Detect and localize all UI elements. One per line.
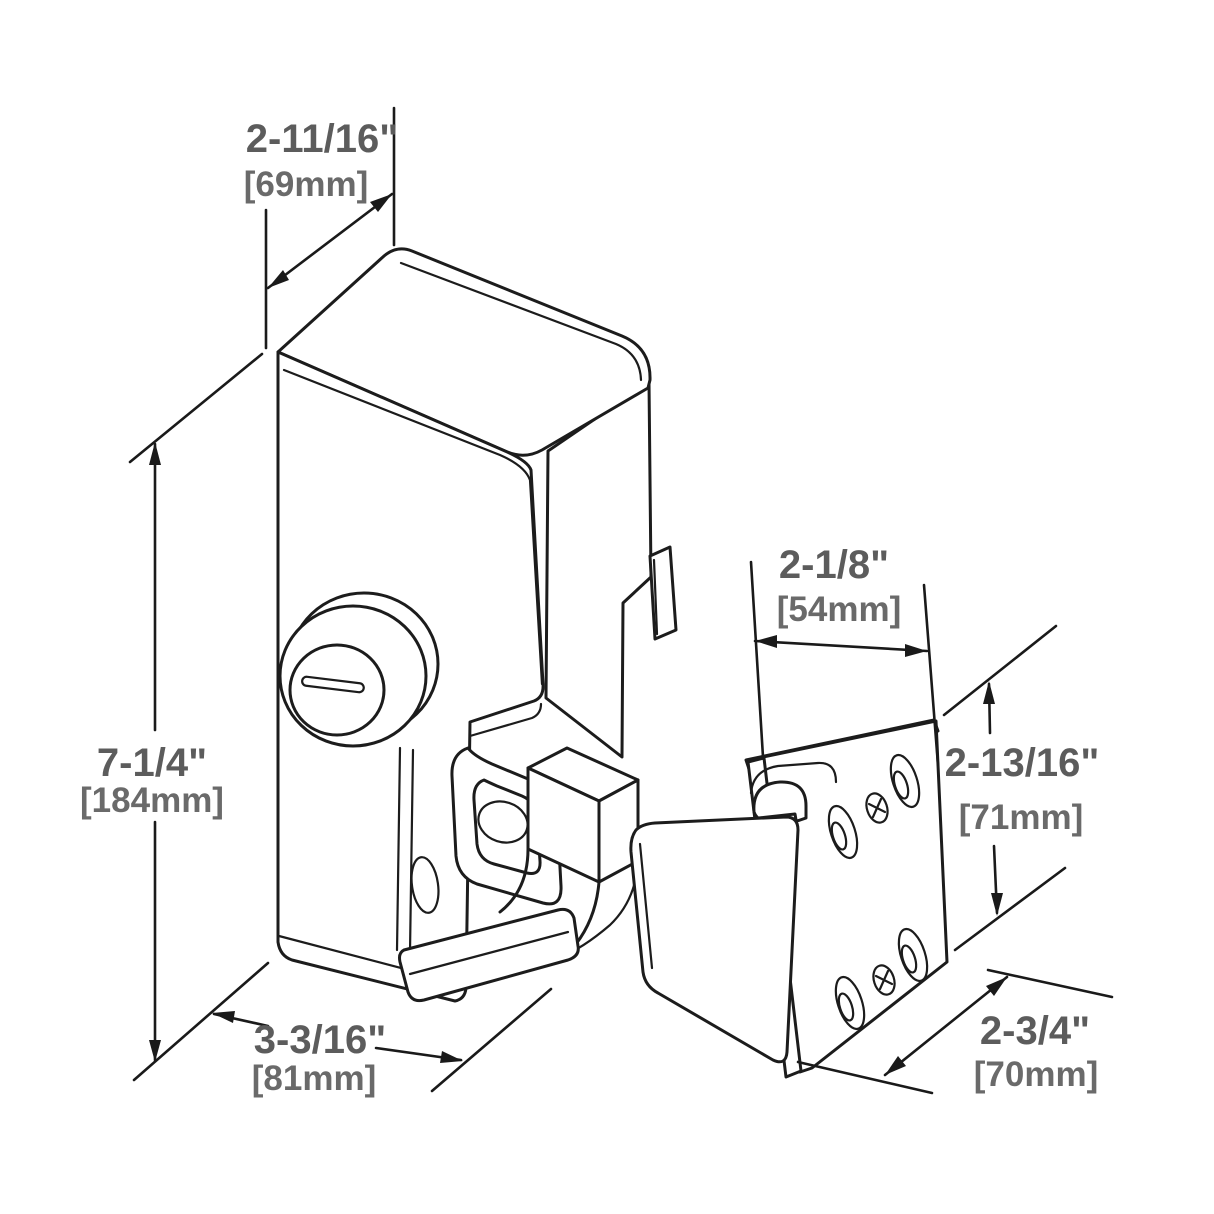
dimension-bracket-height: 2-13/16" [71mm] (942, 624, 1100, 952)
extension-lines (796, 968, 1114, 1095)
top-chamfer-band (399, 261, 643, 382)
dimension-body-depth: 2-11/16" [69mm] (244, 106, 398, 350)
dim-inch-label: 2-13/16" (945, 741, 1100, 785)
arrowhead (905, 644, 927, 657)
dimension-line (883, 975, 1009, 1077)
leg-groove-lines (395, 746, 415, 954)
arrowhead (440, 1051, 463, 1063)
dim-mm-label: [69mm] (244, 165, 368, 204)
hook-foot-band (408, 930, 570, 976)
hook-foot (398, 907, 580, 1003)
arrowhead (149, 1040, 161, 1062)
dimension-bracket-depth: 2-3/4" [70mm] (796, 968, 1114, 1095)
extension-lines (128, 352, 270, 1082)
wedge-front-face (629, 815, 800, 1064)
keeper-bracket (629, 718, 949, 1079)
screw-upper-cross-icon (867, 797, 887, 819)
front-chamfer-band (282, 368, 544, 686)
screw-upper-icon (865, 792, 889, 824)
dimension-line (266, 192, 394, 290)
hook-blade-inner (498, 847, 530, 914)
screw-lower-icon (872, 964, 896, 996)
extension-lines (749, 560, 940, 767)
dim-inch-label: 2-11/16" (246, 117, 398, 161)
arrowhead (983, 681, 995, 704)
hole-upper-left-inner (830, 821, 848, 851)
dim-inch-label: 2-1/8" (779, 543, 889, 587)
leg-oval-hole (410, 856, 440, 914)
arrowhead (986, 977, 1007, 996)
arrowhead (149, 442, 161, 465)
tab-inner-edge (652, 558, 659, 636)
screw-lower-cross-icon (874, 969, 894, 991)
arrowhead (885, 1056, 906, 1075)
extension-lines (264, 106, 396, 350)
dimension-body-height: 7-1/4" [184mm] (80, 352, 270, 1082)
dimension-body-width: 3-3/16" [81mm] (212, 987, 553, 1098)
arrowhead (755, 635, 777, 648)
dim-inch-label: 2-3/4" (980, 1009, 1090, 1053)
mounting-holes (827, 753, 929, 1031)
dim-mm-label: [54mm] (777, 590, 901, 629)
arrowhead (991, 893, 1003, 916)
dim-mm-label: [184mm] (80, 781, 224, 820)
extension-lines (942, 624, 1067, 952)
dimension-bracket-width: 2-1/8" [54mm] (749, 543, 940, 767)
extension-line (430, 987, 553, 1093)
arrowhead (268, 270, 289, 288)
wedge-edge-band (638, 842, 654, 970)
dim-mm-label: [70mm] (974, 1055, 1098, 1094)
gate-lock-body (276, 247, 678, 1003)
dim-inch-label: 3-3/16" (254, 1018, 386, 1062)
dimension-line (753, 639, 929, 653)
dim-mm-label: [71mm] (959, 798, 1083, 837)
body-top-face (276, 247, 652, 457)
keyhole-slot (301, 675, 365, 694)
arrowhead (370, 194, 392, 212)
hole-upper-right-inner (892, 770, 910, 800)
phillips-screws (865, 792, 896, 996)
pin-flange (749, 761, 838, 795)
hole-lower-right-inner (900, 944, 918, 974)
channel-arm-edge (468, 702, 543, 738)
dim-inch-label: 7-1/4" (97, 741, 207, 785)
arrowhead (212, 1011, 235, 1023)
hook-blade-edge (574, 880, 601, 946)
hole-lower-left-inner (837, 992, 855, 1022)
dim-mm-label: [81mm] (252, 1059, 376, 1098)
